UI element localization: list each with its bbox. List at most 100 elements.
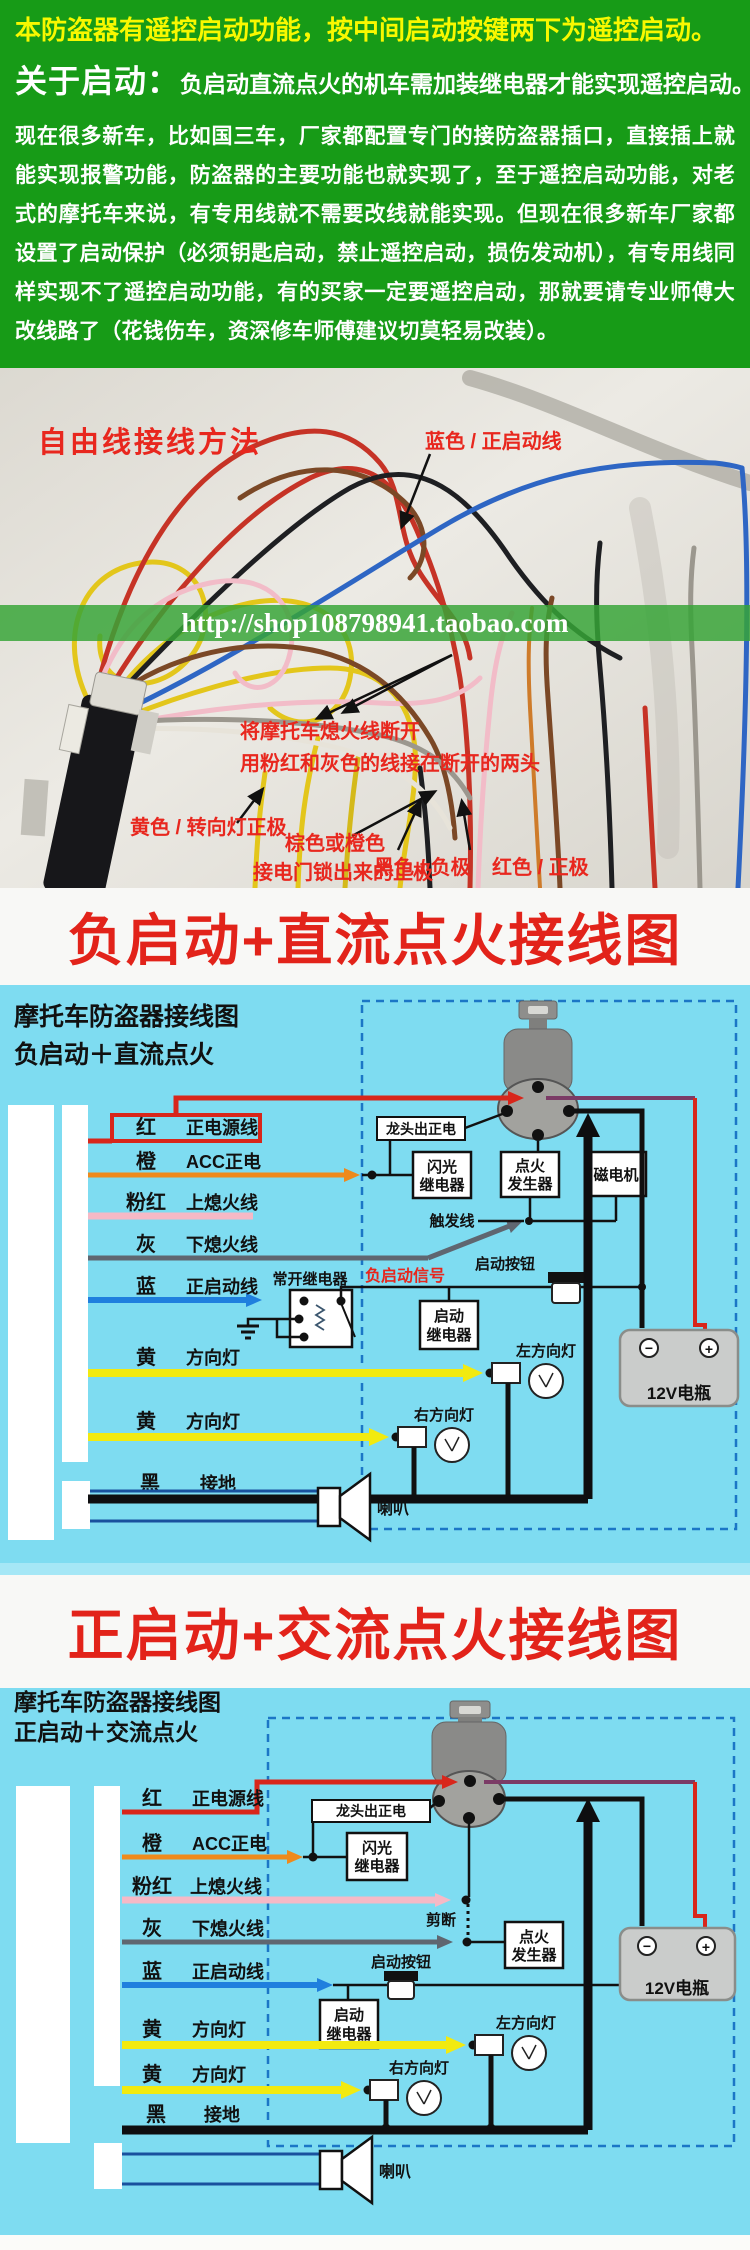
flash-relay-line1: 闪光: [362, 1839, 392, 1857]
left-turn-label: 左方向灯: [515, 1342, 576, 1360]
cut-here-label: 剪断: [426, 1911, 456, 1929]
diagram1-header2: 负启动＋直流点火: [14, 1040, 214, 1069]
main-unit-connector-bar: [94, 1786, 120, 2086]
start-relay-line2: 继电器: [426, 1326, 472, 1344]
magneto-label: 磁电机: [593, 1166, 638, 1184]
diagram1-banner: 负启动+直流点火接线图: [0, 888, 750, 985]
right-turn-label: 右方向灯: [414, 1406, 474, 1424]
wire7-label: 方向灯: [192, 2064, 246, 2085]
battery-minus-sign: −: [643, 1938, 651, 1954]
wire6-label: 方向灯: [186, 1347, 240, 1368]
about-start-line: 关于启动： 负启动直流点火的机车需加装继电器才能实现遥控启动。: [15, 56, 750, 102]
start-button: [384, 1971, 418, 2000]
normally-open-relay: [237, 1288, 356, 1349]
start-relay-line2: 继电器: [326, 2025, 372, 2043]
wire7-name: 黄: [142, 2062, 162, 2086]
diagram2-canvas: 摩托车防盗器接线图 正启动＋交流点火 红 正电源线: [0, 1688, 750, 2235]
wire8-label: 接地: [204, 2104, 240, 2125]
wire1-label: 正电源线: [186, 1117, 258, 1138]
ignition-generator-line1: 点火: [515, 1158, 546, 1175]
wire8-label: 接地: [200, 1473, 236, 1494]
wire-gray-kill-lower: [88, 1219, 524, 1261]
wire6-name: 黄: [142, 2017, 162, 2041]
wire-photo-section: http://shop108798941.taobao.com 自由线接线方法 …: [0, 368, 750, 888]
wire4-label: 下熄火线: [186, 1234, 258, 1255]
wire6-label: 方向灯: [192, 2019, 246, 2040]
wire4-label: 下熄火线: [192, 1918, 264, 1939]
wire1-name: 红: [136, 1115, 156, 1139]
start-relay-line1: 启动: [334, 2006, 364, 2024]
headline-remote-start: 本防盗器有遥控启动功能，按中间启动按键两下为遥控启动。: [15, 15, 718, 45]
annotation-arrows: [236, 453, 473, 851]
wire2-label: ACC正电: [192, 1833, 267, 1854]
wire-orange-acc: [122, 1822, 347, 1864]
wire-orange-acc: [88, 1141, 413, 1182]
ignition-generator-box: [503, 1920, 565, 1970]
wire8-name: 黑: [140, 1472, 160, 1495]
horn-connector-bar: [62, 1481, 90, 1529]
horn-speaker: [90, 1471, 372, 1543]
right-turn-label: 右方向灯: [389, 2059, 449, 2077]
trigger-wire-net: [478, 1141, 618, 1225]
handlebar-power-label: 龙头出正电: [385, 1121, 456, 1137]
ignition-generator-line2: 发生器: [510, 1946, 557, 1964]
wire5-name: 蓝: [136, 1275, 156, 1298]
diagram2-header2: 正启动＋交流点火: [14, 1719, 198, 1745]
annotation-red-wire: 红色 / 正极: [492, 855, 590, 879]
start-relay-box: [418, 1299, 480, 1351]
wire5-label: 正启动线: [192, 1961, 264, 1982]
annotation-brown-wire: 棕色或橙色: [285, 831, 385, 855]
photo-caption: 自由线接线方法: [38, 425, 262, 459]
left-turn-label: 左方向灯: [495, 2014, 556, 2032]
about-start-label: 关于启动：: [15, 63, 181, 99]
ignition-generator-line2: 发生器: [506, 1175, 553, 1193]
diagram1-section: 摩托车防盗器接线图 负启动＋直流点火: [0, 985, 750, 1575]
about-start-text: 负启动直流点火的机车需加装继电器才能实现遥控启动。: [180, 71, 750, 97]
flash-relay-line2: 继电器: [354, 1857, 400, 1875]
wire1-name: 红: [142, 1786, 162, 1810]
wire-photo-canvas: http://shop108798941.taobao.com 自由线接线方法 …: [0, 368, 750, 888]
magneto-box: [584, 1150, 648, 1198]
wire2-name: 橙: [142, 1831, 163, 1855]
green-header-section: 本防盗器有遥控启动功能，按中间启动按键两下为遥控启动。 关于启动： 负启动直流点…: [0, 0, 750, 368]
annotation-black-wire: 黑色 / 负极: [374, 855, 472, 879]
diagram2-header1: 摩托车防盗器接线图: [14, 1689, 221, 1715]
flash-relay-box: [411, 1150, 473, 1200]
wire-pink-kill-upper: [122, 1818, 471, 1938]
diagram2-banner: 正启动+交流点火接线图: [0, 1575, 750, 1688]
annotation-brown-wire-sub: 接电门锁出来的正极: [253, 860, 434, 884]
wire-gray-kill-lower: [122, 1935, 505, 1949]
intro-paragraph: 现在很多新车，比如国三车，厂家都配置专门的接防盗器插口，直接插上就能实现报警功能…: [15, 125, 735, 343]
lock-to-battery-wire: [569, 1108, 645, 1328]
wire5-name: 蓝: [142, 1960, 162, 1983]
handlebar-power-label: 龙头出正电: [335, 1803, 406, 1819]
annotation-cut-line1: 将摩托车熄火线断开: [240, 719, 420, 743]
ignition-generator-box: [499, 1150, 561, 1199]
horn-connector-bar: [94, 2143, 122, 2189]
wire3-label: 上熄火线: [186, 1192, 258, 1213]
wire3-label: 上熄火线: [190, 1876, 262, 1897]
battery-plus-sign: +: [702, 1939, 710, 1955]
flash-relay-line1: 闪光: [427, 1158, 457, 1176]
start-button-label: 启动按钮: [371, 1953, 431, 1971]
wire-black-ground: [122, 1798, 600, 2135]
normally-open-relay-label: 常开继电器: [272, 1270, 348, 1288]
annotation-cut-line2: 用粉红和灰色的线接在断开的两头: [240, 751, 540, 775]
handlebar-power-box: [311, 1799, 438, 1823]
wire1-label: 正电源线: [192, 1788, 264, 1809]
trigger-wire-label: 触发线: [429, 1212, 474, 1230]
annotation-blue-wire: 蓝色 / 正启动线: [425, 429, 562, 453]
bottom-margin: [0, 2235, 750, 2250]
main-unit-connector-bar: [62, 1105, 88, 1462]
main-unit-box: [8, 1105, 54, 1540]
wire7-label: 方向灯: [186, 1411, 240, 1432]
diagram1-canvas: 摩托车防盗器接线图 负启动＋直流点火: [0, 985, 750, 1575]
battery-12v: [618, 1926, 737, 2002]
battery-label: 12V电瓶: [647, 1383, 711, 1403]
start-button: [548, 1272, 584, 1304]
battery-minus-sign: −: [645, 1340, 653, 1356]
wire2-label: ACC正电: [186, 1151, 261, 1172]
wire4-name: 灰: [142, 1916, 162, 1940]
start-button-label: 启动按钮: [475, 1255, 535, 1273]
horn-label: 喇叭: [379, 2162, 411, 2181]
